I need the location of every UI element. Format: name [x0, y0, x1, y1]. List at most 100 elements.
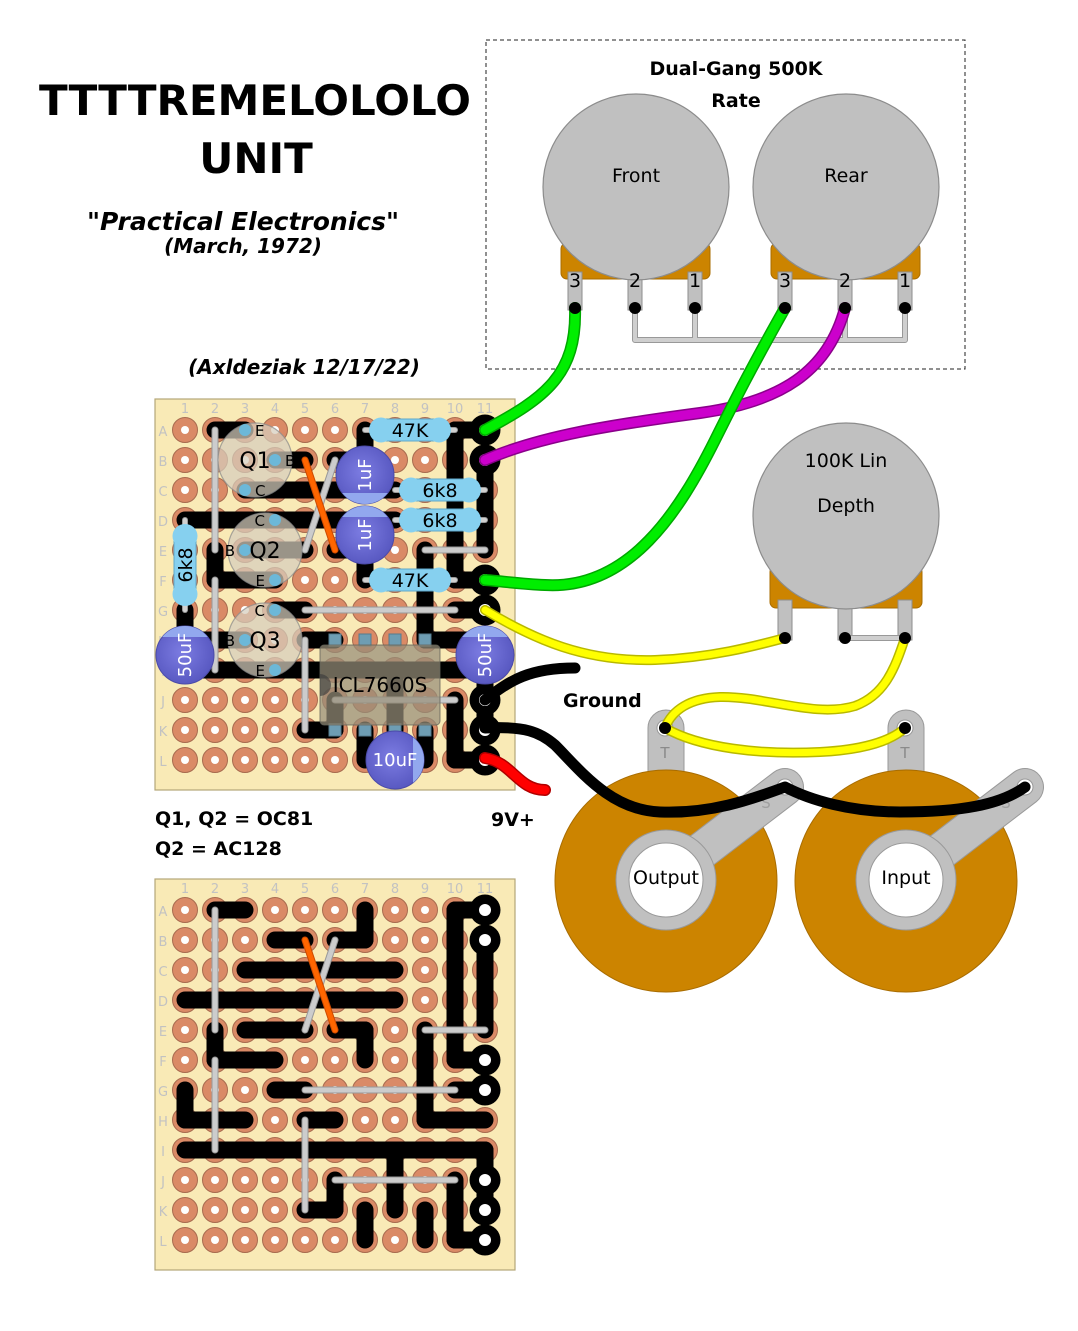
row-label: G — [158, 1085, 168, 1100]
pad-hole — [271, 1176, 279, 1184]
lug-number: 3 — [779, 270, 791, 292]
depth-pot-value: 100K Lin — [805, 450, 888, 472]
row-label: J — [160, 1175, 165, 1190]
row-label: C — [158, 965, 167, 980]
solder-dot — [899, 722, 911, 734]
jack-hole — [628, 842, 704, 918]
pad-hole — [391, 1116, 399, 1124]
connector-pad — [469, 1194, 501, 1226]
source-date: (March, 1972) — [164, 234, 322, 258]
row-label: D — [158, 515, 168, 530]
row-label: B — [159, 455, 168, 470]
resistor-value: 6k8 — [422, 510, 457, 532]
pad-hole — [211, 756, 219, 764]
column-label: 1 — [181, 882, 189, 897]
rate-pot-function: Rate — [711, 90, 760, 112]
ic-chip: ICL7660S — [319, 633, 441, 737]
pad — [292, 897, 318, 923]
pad-hole — [391, 936, 399, 944]
pad — [382, 1227, 408, 1253]
connector-pad — [469, 924, 501, 956]
pad — [382, 897, 408, 923]
solder-dot — [899, 302, 911, 314]
transistor-pin-label: B — [285, 452, 295, 470]
transistor-label: Q2 — [249, 539, 280, 564]
pad — [232, 927, 258, 953]
pad-hole — [181, 1176, 189, 1184]
depth-pot-function: Depth — [817, 495, 875, 517]
solder-dot — [659, 722, 671, 734]
pad-hole — [301, 426, 309, 434]
transistor-note-2: Q2 = AC128 — [155, 838, 282, 860]
pad — [292, 417, 318, 443]
quote-close: " — [386, 207, 399, 236]
resistor-value: 6k8 — [422, 480, 457, 502]
pad — [172, 717, 198, 743]
capacitor-value: 50uF — [475, 633, 496, 678]
pad — [262, 717, 288, 743]
pad-hole — [271, 1206, 279, 1214]
pad — [322, 747, 348, 773]
column-label: 11 — [477, 402, 494, 417]
pad-hole — [181, 1236, 189, 1244]
transistor-pin-label: C — [255, 512, 265, 530]
pad-hole — [361, 1116, 369, 1124]
pad-hole — [241, 1086, 249, 1094]
row-label: K — [159, 725, 168, 740]
wire-output-tip-to-input-tip — [660, 723, 910, 758]
pad — [412, 957, 438, 983]
quote-open: " — [87, 207, 100, 236]
column-label: 9 — [421, 882, 429, 897]
wire-front-lug3-to-A11 — [479, 302, 582, 436]
transistor-body — [217, 422, 293, 498]
pad — [292, 747, 318, 773]
column-label: 8 — [391, 402, 399, 417]
pad-hole — [421, 936, 429, 944]
pad — [382, 1047, 408, 1073]
pad — [262, 747, 288, 773]
connector-pad-hole — [479, 1204, 491, 1216]
pad-hole — [181, 756, 189, 764]
row-label: G — [158, 605, 168, 620]
pad-hole — [211, 1236, 219, 1244]
capacitor-polarity-stripe — [336, 506, 394, 517]
transistor-pin-label: B — [225, 542, 235, 560]
pad — [232, 687, 258, 713]
pad — [262, 1107, 288, 1133]
pad — [322, 897, 348, 923]
output-jack-label: Output — [633, 867, 699, 889]
connector-pads — [469, 894, 501, 1256]
author-credit: (Axldeziak 12/17/22) — [188, 355, 420, 379]
capacitor-value: 10uF — [373, 750, 418, 771]
column-label: 4 — [271, 402, 279, 417]
row-label: H — [158, 1115, 168, 1130]
pad — [322, 1047, 348, 1073]
column-label: 8 — [391, 882, 399, 897]
resistor-body-group: 47K — [369, 567, 451, 593]
pad-hole — [181, 726, 189, 734]
capacitor: 10uF — [365, 730, 425, 790]
pad — [202, 1227, 228, 1253]
lug-number: 3 — [569, 270, 581, 292]
column-label: 6 — [331, 402, 339, 417]
column-label: 2 — [211, 882, 219, 897]
transistor-pin — [269, 664, 281, 676]
pad-hole — [301, 756, 309, 764]
pad — [292, 1047, 318, 1073]
transistor-pin — [269, 574, 281, 586]
pad-hole — [181, 1026, 189, 1034]
pad — [172, 957, 198, 983]
row-label: A — [159, 425, 168, 440]
jack-hole — [868, 842, 944, 918]
pad — [412, 897, 438, 923]
pad-hole — [241, 1206, 249, 1214]
pad — [202, 1167, 228, 1193]
ic-notch — [320, 674, 331, 696]
row-label: E — [159, 545, 167, 560]
transistor-pin — [269, 454, 281, 466]
capacitor: 50uF — [455, 625, 515, 685]
pad-hole — [271, 1236, 279, 1244]
off-board-wiring — [479, 302, 1031, 818]
